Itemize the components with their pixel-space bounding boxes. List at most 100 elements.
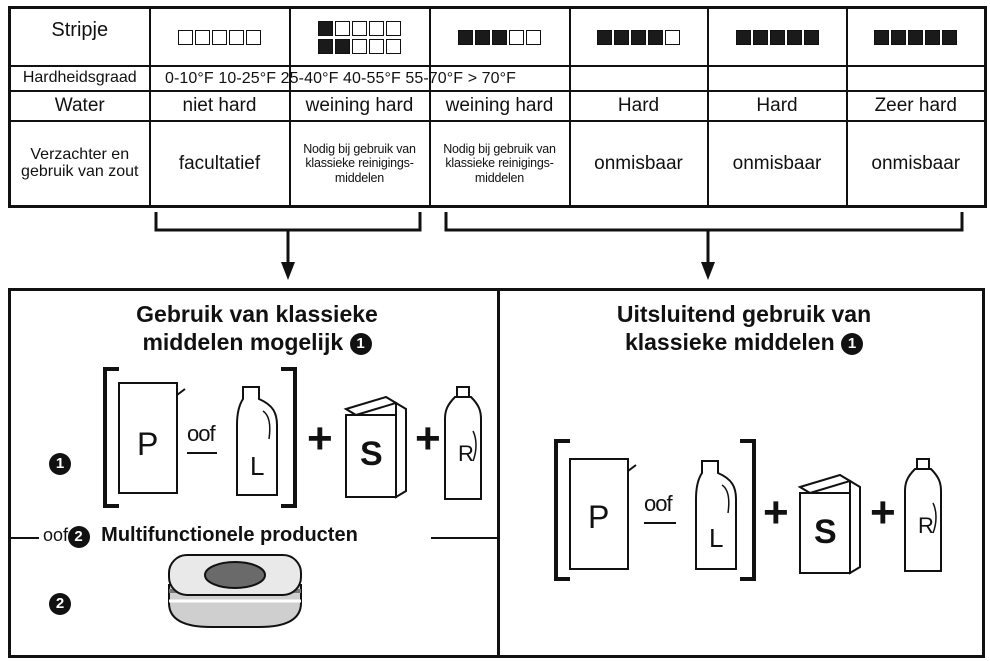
strip-square-empty <box>195 29 210 45</box>
marker-1: 1 <box>49 453 71 475</box>
strip-square-empty <box>246 29 261 45</box>
strip-square-filled <box>891 29 907 45</box>
strip-squares <box>292 20 428 54</box>
strip-square-filled <box>786 29 802 45</box>
strip-square-filled <box>492 29 507 45</box>
strip-square-empty <box>229 29 244 45</box>
liquid-bottle-icon <box>695 460 737 570</box>
hardness-cell <box>148 65 291 92</box>
rinse-letter: R <box>918 513 934 538</box>
plus-sign: + <box>307 414 333 463</box>
water-cell: weining hard <box>288 89 431 123</box>
or-symbol: oof <box>187 421 216 446</box>
salt-letter: S <box>360 435 383 473</box>
hardness-cell <box>845 65 987 92</box>
strip-cell-1 <box>148 6 291 68</box>
marker-2: 2 <box>49 593 71 615</box>
strip-square-filled <box>803 29 819 45</box>
strip-square-filled <box>335 38 350 54</box>
footnote-1-marker: 1 <box>349 332 372 355</box>
strip-square-empty <box>509 29 524 45</box>
strip-cell-4 <box>568 6 709 68</box>
hardness-cell <box>288 65 431 92</box>
left-arrow-head <box>281 262 295 280</box>
strip-squares <box>152 29 288 45</box>
strip-square-empty <box>212 29 227 45</box>
strip-square-empty <box>352 20 367 36</box>
hardness-cell <box>568 65 709 92</box>
right-panel: Uitsluitend gebruik van klassieke middel… <box>497 288 985 658</box>
strip-square-empty <box>665 29 680 45</box>
hardness-cell <box>428 65 571 92</box>
strip-square-empty <box>369 20 384 36</box>
strip-cell-5 <box>706 6 848 68</box>
strip-cell-3 <box>428 6 571 68</box>
softener-cell: onmisbaar <box>706 120 848 208</box>
strip-square-empty <box>369 38 384 54</box>
footnote-1-marker: 1 <box>841 332 864 355</box>
strip-header: Stripje <box>8 6 151 68</box>
strip-square-filled <box>475 29 490 45</box>
strip-square-filled <box>925 29 941 45</box>
hardness-cell <box>706 65 848 92</box>
water-cell: Hard <box>568 89 709 123</box>
salt-box-icon <box>797 473 861 575</box>
left-panel-title: Gebruik van klassieke middelen mogelijk … <box>136 301 378 355</box>
strip-square-filled <box>614 29 629 45</box>
multi-tablet-icon <box>168 554 302 628</box>
strip-square-filled <box>908 29 924 45</box>
left-bracket <box>154 212 422 232</box>
strip-square-empty <box>352 38 367 54</box>
softener-cell: Nodig bij gebruik van klassieke reinigin… <box>428 120 571 208</box>
powder-letter: P <box>137 426 159 462</box>
strip-square-filled <box>648 29 663 45</box>
hardness-table: Stripje Hardheidsgraad Water niet hard w… <box>8 6 987 208</box>
strip-square-filled <box>597 29 612 45</box>
or-symbol: oof <box>644 491 673 516</box>
water-header: Water <box>8 89 151 123</box>
strip-square-filled <box>942 29 958 45</box>
salt-letter: S <box>814 513 837 551</box>
rinse-bottle-icon <box>904 458 942 572</box>
rinse-bottle-icon <box>444 386 482 500</box>
powder-box-icon <box>569 458 637 570</box>
product-group-1 <box>11 367 503 628</box>
powder-box-icon <box>118 382 186 494</box>
strip-square-filled <box>631 29 646 45</box>
hardness-values: 0-10°F 10-25°F 25-40°F 40-55°F 55-70°F >… <box>165 70 517 87</box>
softener-header: Verzachter en gebruik van zout <box>8 120 151 208</box>
strip-square-filled <box>318 38 333 54</box>
liquid-letter: L <box>709 523 724 553</box>
strip-cell-2 <box>288 6 431 68</box>
water-cell: niet hard <box>148 89 291 123</box>
strip-square-filled <box>458 29 473 45</box>
powder-letter: P <box>588 499 610 535</box>
softener-cell: onmisbaar <box>568 120 709 208</box>
liquid-letter: L <box>250 451 265 481</box>
strip-square-filled <box>874 29 890 45</box>
group-brackets <box>154 212 964 280</box>
strip-squares <box>572 29 706 45</box>
strip-square-filled <box>769 29 785 45</box>
right-arrow-head <box>701 262 715 280</box>
strip-square-empty <box>386 20 401 36</box>
strip-squares <box>432 29 568 45</box>
softener-cell: Nodig bij gebruik van klassieke reinigin… <box>288 120 431 208</box>
multi-label: oof 2 Multifunctionele producten <box>39 524 362 548</box>
right-bracket <box>444 212 964 232</box>
strip-square-empty <box>526 29 541 45</box>
strip-squares <box>710 29 845 45</box>
liquid-bottle-icon <box>236 386 278 496</box>
strip-square-empty <box>335 20 350 36</box>
multi-prefix: oof <box>43 525 69 545</box>
strip-cell-6 <box>845 6 987 68</box>
plus-sign: + <box>415 414 441 463</box>
strip-square-filled <box>318 20 333 36</box>
softener-cell: facultatief <box>148 120 291 208</box>
strip-square-empty <box>178 29 193 45</box>
water-cell: Hard <box>706 89 848 123</box>
right-panel-title: Uitsluitend gebruik van klassieke middel… <box>616 301 872 355</box>
plus-sign: + <box>870 488 896 537</box>
salt-box-icon <box>343 395 407 499</box>
softener-cell: onmisbaar <box>845 120 987 208</box>
